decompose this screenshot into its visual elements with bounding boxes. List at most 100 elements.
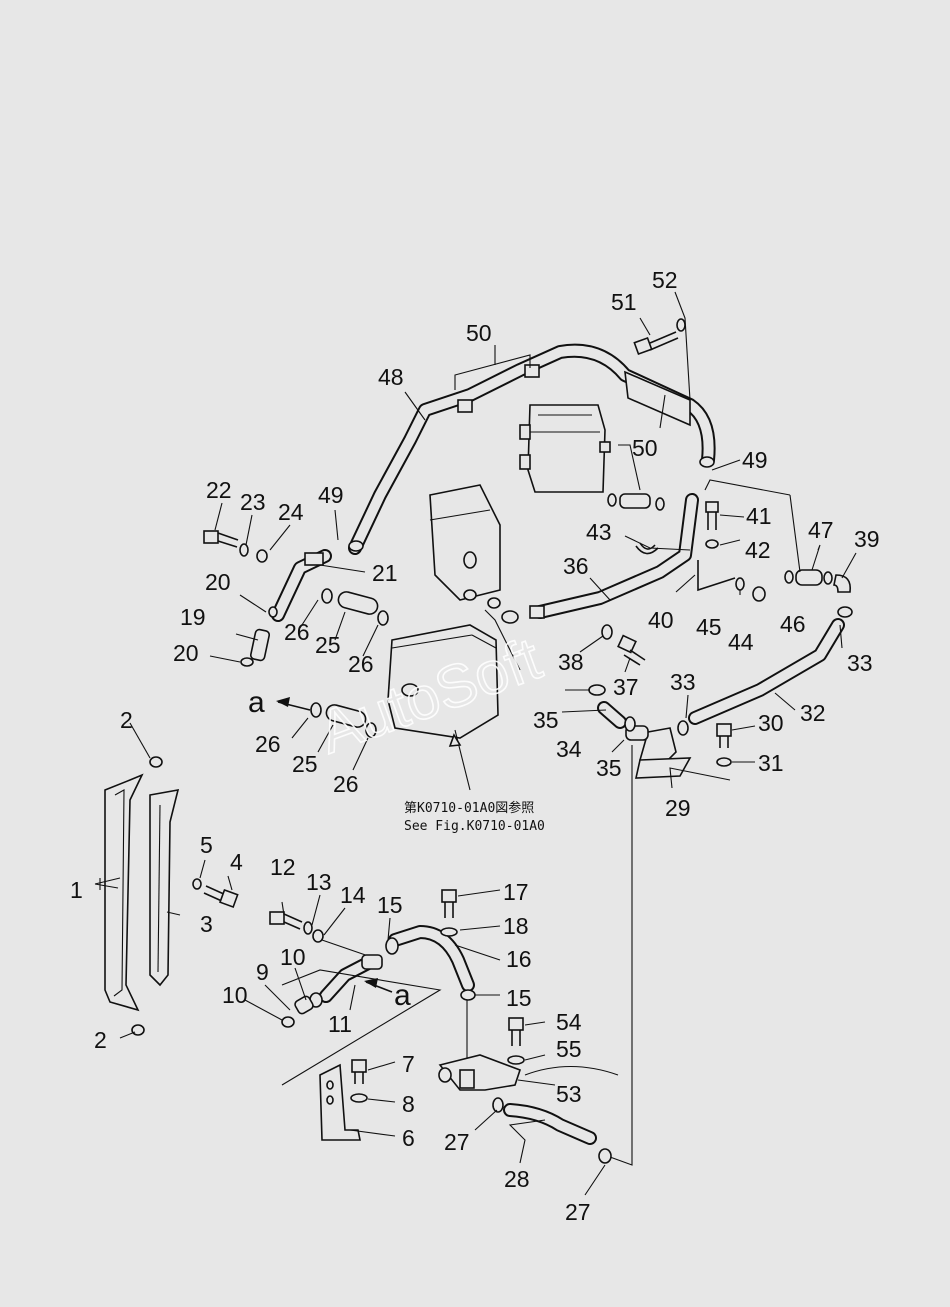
callout-part-20: 20 bbox=[173, 640, 199, 666]
leader-lines bbox=[94, 291, 857, 1196]
callout-part-45: 45 bbox=[696, 614, 722, 640]
callout-part-38: 38 bbox=[558, 649, 584, 675]
callout-part-14: 14 bbox=[340, 882, 366, 908]
callout-part-15: 15 bbox=[377, 892, 403, 918]
callout-part-51: 51 bbox=[611, 289, 637, 315]
hose-11 bbox=[281, 954, 383, 1028]
pipe-32 bbox=[677, 618, 845, 736]
callout-part-32: 32 bbox=[800, 700, 826, 726]
callout-part-26: 26 bbox=[255, 731, 281, 757]
callout-part-23: 23 bbox=[240, 489, 266, 515]
callout-part-44: 44 bbox=[728, 629, 754, 655]
clamp-50-right bbox=[624, 370, 691, 427]
callout-part-5: 5 bbox=[200, 832, 213, 858]
callout-part-27: 27 bbox=[444, 1129, 470, 1155]
heater-unit-upper bbox=[519, 404, 611, 493]
callout-part-41: 41 bbox=[746, 503, 772, 529]
bracket-6 bbox=[319, 1059, 368, 1141]
frame-1 bbox=[104, 773, 144, 1012]
callout-part-3: 3 bbox=[200, 911, 213, 937]
callout-part-42: 42 bbox=[745, 537, 771, 563]
hose-25-lower bbox=[310, 702, 377, 738]
callout-part-26: 26 bbox=[284, 619, 310, 645]
arrow-label-a-lower: a bbox=[394, 979, 411, 1012]
callout-part-46: 46 bbox=[780, 611, 806, 637]
nut-2-bottom bbox=[131, 1024, 145, 1036]
callout-part-18: 18 bbox=[503, 913, 529, 939]
callout-part-24: 24 bbox=[278, 499, 304, 525]
callout-part-10: 10 bbox=[280, 944, 306, 970]
hose-21 bbox=[271, 549, 332, 622]
callout-part-16: 16 bbox=[506, 946, 532, 972]
pipe-48 bbox=[348, 343, 716, 555]
callout-part-17: 17 bbox=[503, 879, 529, 905]
callout-part-40: 40 bbox=[648, 607, 674, 633]
pipe-36 bbox=[487, 493, 699, 624]
callout-part-25: 25 bbox=[315, 632, 341, 658]
callout-part-30: 30 bbox=[758, 710, 784, 736]
callout-part-13: 13 bbox=[306, 869, 332, 895]
bolt-51 bbox=[633, 318, 686, 356]
callout-part-11: 11 bbox=[328, 1011, 352, 1037]
callout-part-10: 10 bbox=[222, 982, 248, 1008]
arrow-a-upper bbox=[276, 697, 311, 711]
callout-part-28: 28 bbox=[504, 1166, 530, 1192]
arrow-label-a-upper: a bbox=[248, 686, 265, 719]
bolt-22 bbox=[203, 530, 268, 563]
callout-part-53: 53 bbox=[556, 1081, 582, 1107]
callout-part-20: 20 bbox=[205, 569, 231, 595]
callout-part-25: 25 bbox=[292, 751, 318, 777]
clamp-50-left bbox=[457, 364, 540, 413]
callout-part-7: 7 bbox=[402, 1051, 415, 1077]
callout-part-4: 4 bbox=[230, 849, 243, 875]
nut-2-top bbox=[149, 756, 163, 768]
callout-part-33: 33 bbox=[670, 669, 696, 695]
callout-part-22: 22 bbox=[206, 477, 232, 503]
bolt-37 bbox=[601, 624, 646, 666]
callout-part-8: 8 bbox=[402, 1091, 415, 1117]
hose-19 bbox=[240, 606, 278, 667]
water-tank bbox=[387, 624, 499, 791]
callout-part-2: 2 bbox=[94, 1027, 107, 1053]
callout-part-47: 47 bbox=[808, 517, 834, 543]
callout-part-35: 35 bbox=[533, 707, 559, 733]
callout-part-12: 12 bbox=[270, 854, 296, 880]
callout-part-2: 2 bbox=[120, 707, 133, 733]
arrow-a-lower bbox=[364, 978, 393, 993]
callout-part-34: 34 bbox=[556, 736, 582, 762]
ref-note-en: See Fig.K0710-01A0 bbox=[404, 819, 545, 834]
callout-part-50: 50 bbox=[632, 435, 658, 461]
callout-part-55: 55 bbox=[556, 1036, 582, 1062]
callout-part-31: 31 bbox=[758, 750, 784, 776]
ref-note-jp: 第K0710-01A0図参照 bbox=[404, 800, 534, 816]
valve-53 bbox=[438, 1000, 619, 1091]
callout-part-54: 54 bbox=[556, 1009, 582, 1035]
callout-part-33: 33 bbox=[847, 650, 873, 676]
bolt-12 bbox=[269, 911, 381, 961]
callout-part-15: 15 bbox=[506, 985, 532, 1011]
callout-part-52: 52 bbox=[652, 267, 678, 293]
clip-43 bbox=[635, 542, 659, 555]
heater-unit-middle bbox=[429, 484, 501, 601]
callout-part-35: 35 bbox=[596, 755, 622, 781]
callout-part-29: 29 bbox=[665, 795, 691, 821]
callout-part-36: 36 bbox=[563, 553, 589, 579]
callout-part-19: 19 bbox=[180, 604, 206, 630]
callout-part-48: 48 bbox=[378, 364, 404, 390]
callout-part-26: 26 bbox=[333, 771, 359, 797]
callout-part-27: 27 bbox=[565, 1199, 591, 1225]
bolt-17 bbox=[440, 889, 458, 937]
callout-part-6: 6 bbox=[402, 1125, 415, 1151]
leader-29-27 bbox=[609, 745, 633, 1166]
leader-region bbox=[281, 969, 442, 1086]
callout-part-1: 1 bbox=[70, 877, 83, 903]
bolt-30 bbox=[716, 723, 732, 767]
frame-3 bbox=[149, 788, 180, 987]
hose-25-upper bbox=[321, 588, 389, 626]
hose-16 bbox=[385, 925, 476, 1001]
callout-part-50: 50 bbox=[466, 320, 492, 346]
hose-47 bbox=[784, 569, 853, 618]
callout-part-21: 21 bbox=[372, 560, 398, 586]
hose-28 bbox=[492, 1097, 612, 1164]
